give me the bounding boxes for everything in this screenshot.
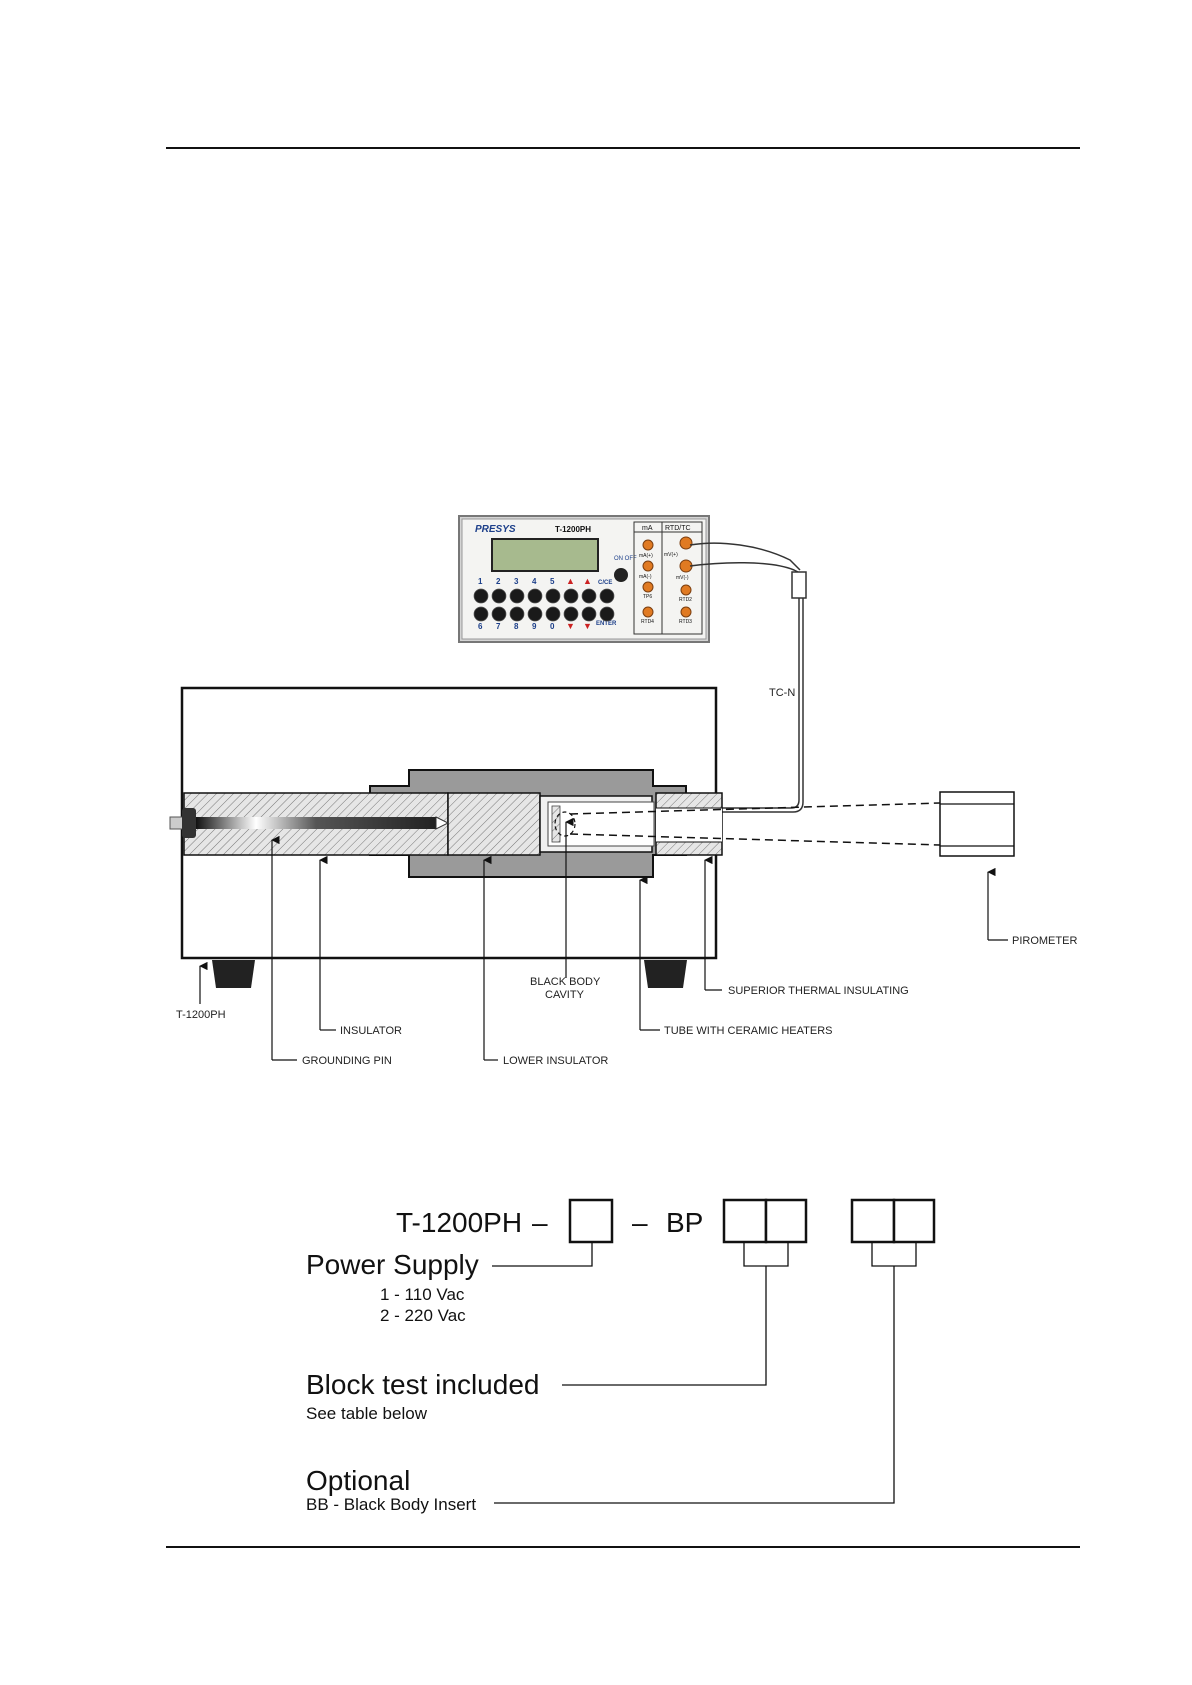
terminal-header-rtd-tc: RTD/TC [665,525,691,532]
power-supply-title: Power Supply [306,1249,479,1280]
key-label-8: 8 [514,622,519,631]
order-code-leaders [492,1242,917,1504]
sight-lines [569,802,941,846]
key-label-4: 4 [532,577,537,586]
key-label-6: 6 [478,622,483,631]
arrow-up-icon: ▲ [583,576,592,586]
callout-black-body-line1: BLACK BODY [530,976,601,988]
footer-rule [166,1546,1080,1548]
terminal-label-rtd4: RTD4 [641,619,654,625]
callout-lower-insulator: LOWER INSULATOR [503,1055,608,1067]
key-label-enter: ENTER [596,621,617,627]
key-label-5: 5 [550,577,555,586]
terminal-label-ma-plus: mA(+) [639,553,653,559]
optional-item: BB - Black Body Insert [306,1495,476,1514]
block-test-title: Block test included [306,1369,539,1400]
terminal-label-mv-plus: mV(+) [664,552,678,558]
order-code: T-1200PH – – BP Power Supply 1 - 110 Vac… [306,1198,936,1514]
key-label-3: 3 [514,577,519,586]
optional-title: Optional [306,1465,410,1496]
terminal-header-ma: mA [642,525,653,532]
header-rule [166,147,1080,149]
terminal-label-rtd2: RTD2 [679,597,692,603]
svg-text:ON OFF: ON OFF [614,556,637,562]
key-label-0: 0 [550,622,555,631]
lower-insulator [447,792,541,856]
foot-right [644,960,687,988]
callout-grounding-pin: GROUNDING PIN [302,1055,392,1067]
arrow-down-icon: ▼ [566,621,575,631]
terminal-label-ma-minus: mA(-) [639,574,652,580]
block-test-note: See table below [306,1404,428,1423]
optional-box-2 [892,1198,936,1244]
block-test-box-1 [722,1198,768,1244]
callout-leaders [199,817,1008,1061]
device-model-label: T-1200PH [555,525,591,534]
cable-label: TC-N [769,687,795,699]
order-code-separator-1: – [532,1207,548,1238]
callout-superior-insulating: SUPERIOR THERMAL INSULATING [728,985,909,997]
power-supply-option-1: 1 - 110 Vac [380,1285,465,1304]
terminal-panel [633,521,703,635]
terminal-label-mv-minus: mV(-) [676,575,689,581]
power-supply-option-2: 2 - 220 Vac [380,1306,466,1325]
device-brand: PRESYS [475,524,516,535]
callout-insulator: INSULATOR [340,1025,402,1037]
key-label-clear: C/CE [598,580,612,586]
keypad[interactable] [473,588,615,622]
arrow-up-icon: ▲ [566,576,575,586]
optional-box-1 [850,1198,896,1244]
order-code-model: T-1200PH [396,1207,522,1238]
terminal-jacks[interactable] [642,536,693,618]
thermocouple-cable [689,542,807,813]
arrow-down-icon: ▼ [583,621,592,631]
handheld-calibrator: PRESYS T-1200PH ON OFF 1 2 3 4 5 C/CE 6 … [458,515,710,643]
pyrometer [939,791,1015,857]
callout-black-body-line2: CAVITY [545,989,585,1001]
order-code-block-prefix: BP [666,1207,703,1238]
terminal-label-rtd3: RTD3 [679,619,692,625]
lcd-display [491,538,599,572]
callout-pirometer: PIROMETER [1012,935,1077,947]
on-off-button[interactable]: ON OFF [614,556,637,582]
key-label-1: 1 [478,577,483,586]
key-label-9: 9 [532,622,537,631]
foot-left [212,960,255,988]
grounding-pin [169,808,450,838]
terminal-label-tp6: TP6 [643,594,652,600]
key-label-2: 2 [496,577,501,586]
order-code-separator-2: – [632,1207,648,1238]
block-test-box-2 [764,1198,808,1244]
power-supply-box [568,1198,614,1244]
callout-t1200ph: T-1200PH [176,1009,226,1021]
key-label-7: 7 [496,622,501,631]
callout-tube-heaters: TUBE WITH CERAMIC HEATERS [664,1025,832,1037]
